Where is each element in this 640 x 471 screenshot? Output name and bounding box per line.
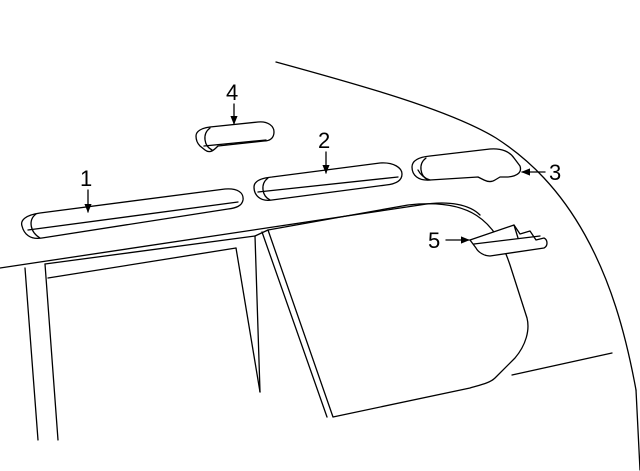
quarter-line <box>511 352 613 376</box>
b-pillar <box>254 229 269 237</box>
part-5-bracket <box>469 224 548 257</box>
roof-edge-line <box>0 202 481 269</box>
rear-pillar-line <box>635 389 640 471</box>
part-3-rear-rail-cover <box>411 148 522 183</box>
callout-4-label: 4 <box>226 80 238 105</box>
roof-line <box>275 61 637 391</box>
door-frame-outer <box>24 267 39 441</box>
callout-1-label: 1 <box>80 166 92 191</box>
door-window-top <box>44 235 261 393</box>
door-window-rear <box>235 247 261 393</box>
callout-2-label: 2 <box>318 128 330 153</box>
part-2-roof-rail-cover <box>253 162 403 201</box>
callout-5: 5 <box>428 228 470 253</box>
rear-window <box>267 203 529 418</box>
callout-1: 1 <box>80 166 92 213</box>
callout-5-label: 5 <box>428 228 440 253</box>
callout-3-label: 3 <box>549 160 561 185</box>
rear-window-inner <box>261 231 328 418</box>
part-4-end-cover <box>195 121 275 153</box>
callout-2: 2 <box>318 128 330 174</box>
callout-3: 3 <box>521 160 561 185</box>
door-window-sill <box>47 247 237 279</box>
callout-4: 4 <box>226 80 238 125</box>
part-1-roof-rail-cover <box>20 188 244 240</box>
door-frame-inner <box>44 263 59 441</box>
vehicle-body <box>0 61 640 471</box>
